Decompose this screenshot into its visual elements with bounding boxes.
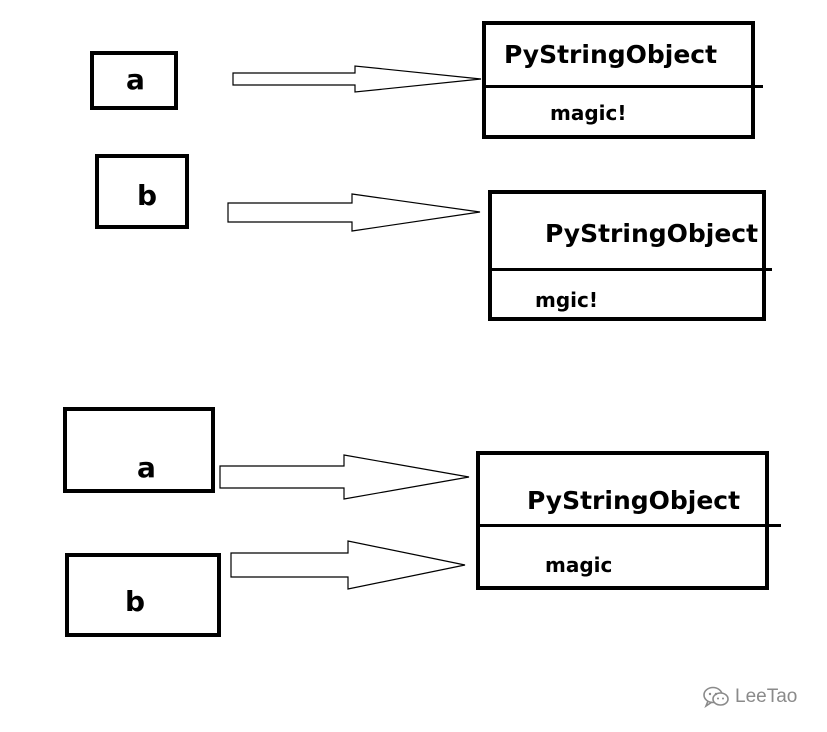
- watermark-text: LeeTao: [735, 686, 798, 707]
- object-title: PyStringObject: [504, 40, 718, 69]
- arrow-a-to-shared-object: [219, 454, 470, 500]
- variable-b-box-shared: b: [65, 553, 221, 637]
- variable-a-box: a: [90, 51, 178, 110]
- arrow-a-to-object-top: [232, 65, 482, 93]
- string-object-b: PyStringObject mgic!: [488, 190, 772, 321]
- arrow-b-to-shared-object: [230, 540, 466, 590]
- watermark: LeeTao: [703, 686, 797, 708]
- variable-b-label: b: [125, 585, 146, 618]
- variable-b-label: b: [137, 179, 158, 212]
- string-object-a: PyStringObject magic!: [482, 21, 763, 139]
- object-divider: [476, 524, 781, 527]
- object-title: PyStringObject: [527, 486, 741, 515]
- object-divider: [482, 85, 763, 88]
- string-object-shared: PyStringObject magic: [476, 451, 781, 590]
- object-value: magic: [545, 553, 613, 577]
- variable-a-label: a: [137, 451, 156, 484]
- object-value: mgic!: [535, 288, 598, 312]
- object-title: PyStringObject: [545, 219, 759, 248]
- object-value: magic!: [550, 101, 627, 125]
- variable-b-box: b: [95, 154, 189, 229]
- wechat-icon: [703, 686, 729, 708]
- object-divider: [488, 268, 772, 271]
- variable-a-label: a: [126, 63, 145, 96]
- variable-a-box-shared: a: [63, 407, 215, 493]
- arrow-b-to-object-middle: [227, 193, 481, 232]
